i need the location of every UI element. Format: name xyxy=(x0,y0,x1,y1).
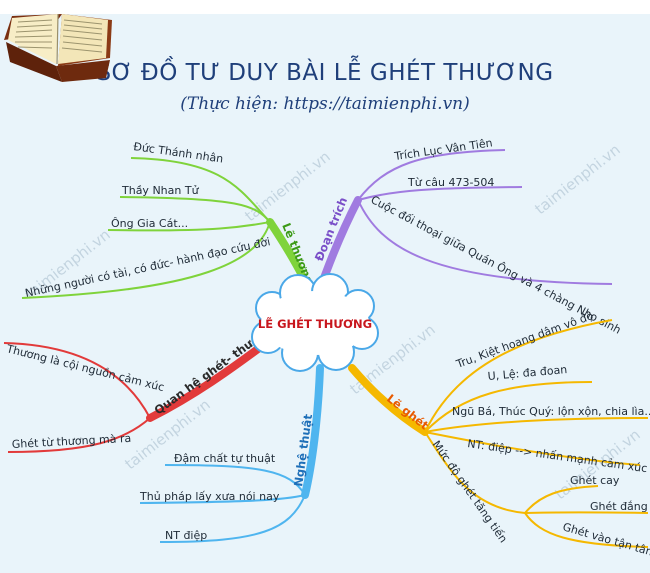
le-ghet-item: Tru, Kiệt hoang dâm vô độ xyxy=(454,309,596,371)
doan-trich-item: Từ câu 473-504 xyxy=(407,176,494,189)
branch-nghe-thuat: Nghệ thuật Đậm chất tự thuật Thủ pháp lấ… xyxy=(139,364,324,543)
watermark-text: taimienphi.vn xyxy=(531,140,623,218)
page-subtitle: (Thực hiện: https://taimienphi.vn) xyxy=(180,94,470,114)
center-node: LẼ GHÉT THƯƠNG xyxy=(251,273,379,372)
top-band xyxy=(0,0,650,14)
center-label: LẼ GHÉT THƯƠNG xyxy=(258,316,372,331)
page-title: SƠ ĐỒ TƯ DUY BÀI LỄ GHÉT THƯƠNG xyxy=(96,60,554,86)
branch-quan-he: Quan hệ ghét- thương Thương là cội nguồn… xyxy=(3,322,275,453)
le-thuong-item: Thầy Nhan Tử xyxy=(121,184,200,197)
le-thuong-item: Ông Gia Cát... xyxy=(111,217,188,230)
le-ghet-sub-item: Ghét đắng xyxy=(590,500,648,513)
le-ghet-item: Ngũ Bá, Thúc Quý: lộn xộn, chia lìa... xyxy=(452,405,650,418)
open-book-icon xyxy=(4,13,112,82)
watermark-text: taimienphi.vn xyxy=(241,147,333,225)
doan-trich-item: Trích Lục Vân Tiên xyxy=(393,136,494,163)
nghe-thuat-item: Thủ pháp lấy xưa nói nay xyxy=(139,490,280,503)
quan-he-item: Ghét từ thương mà ra xyxy=(11,432,131,451)
quan-he-item: Thương là cội nguồn cảm xúc xyxy=(4,342,165,394)
le-ghet-sub-item: Ghét cay xyxy=(570,474,620,487)
le-ghet-item: U, Lệ: đa đoan xyxy=(487,363,568,383)
nghe-thuat-item: Đậm chất tự thuật xyxy=(174,452,276,465)
nghe-thuat-item: NT điệp xyxy=(165,529,207,542)
